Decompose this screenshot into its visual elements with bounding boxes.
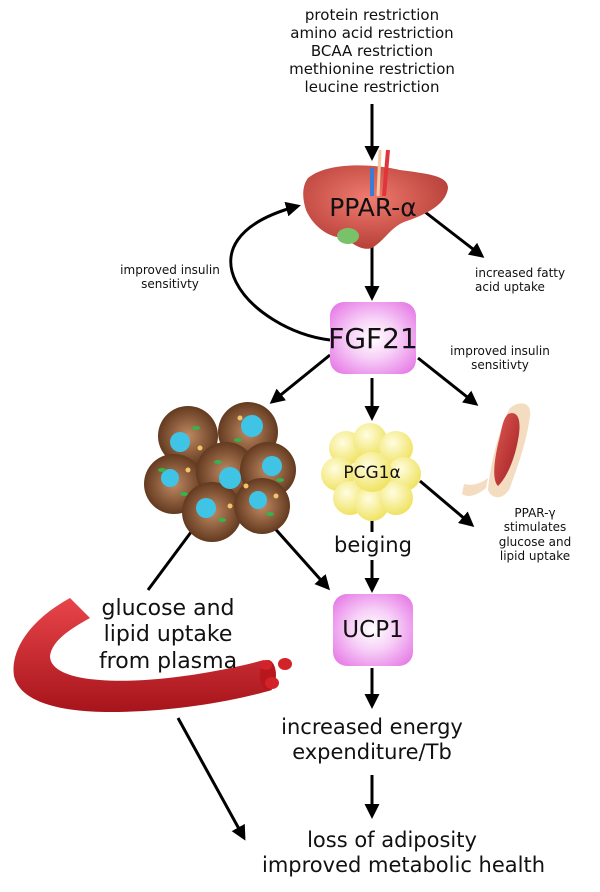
input-item: BCAA restriction — [310, 42, 434, 60]
annotation-line: from plasma — [98, 648, 238, 674]
annotation-line: sensitivty — [141, 277, 199, 292]
arrow-vessel-to-outcome — [176, 717, 246, 841]
insulin-right-annotation: improved insulin sensitivty — [430, 344, 570, 373]
input-item: leucine restriction — [304, 78, 440, 96]
arrow-pcg1a-to-ppar-gamma — [419, 479, 475, 527]
insulin-left-annotation: improved insulin sensitivty — [100, 263, 240, 292]
energy-expenditure-label: increased energy expenditure/Tb — [262, 715, 482, 765]
ppar-gamma-annotation: PPAR-γ stimulates glucose and lipid upta… — [490, 506, 580, 564]
beige-fat-icon — [321, 423, 421, 521]
adipocyte-cluster-icon — [144, 402, 296, 542]
fgf21-node: FGF21 — [328, 302, 418, 374]
annotation-line: glucose and — [498, 534, 572, 549]
beiging-label: beiging — [318, 533, 428, 559]
annotation-line: glucose and — [101, 596, 235, 621]
arrow-fgf21-feedback-to-ppar — [229, 201, 331, 342]
annotation-line: stimulates — [503, 520, 567, 535]
annotation-line: PPAR-γ — [514, 506, 556, 520]
arrow-ppar-to-fatty-acid — [424, 210, 485, 258]
annotation-line: sensitivty — [471, 358, 529, 373]
input-item: methionine restriction — [289, 60, 455, 78]
annotation-line: expenditure/Tb — [292, 740, 452, 765]
annotation-line: improved insulin — [450, 344, 550, 358]
annotation-line: increased energy — [281, 715, 463, 739]
plasma-uptake-annotation: glucose and lipid uptake from plasma — [78, 596, 258, 675]
pcg1a-label: PCG1α — [343, 463, 401, 483]
annotation-line: improved insulin — [120, 263, 220, 277]
annotation-line: acid uptake — [475, 280, 545, 295]
annotation-line: lipid uptake — [499, 549, 571, 564]
outcome-label: loss of adiposity improved metabolic hea… — [262, 828, 546, 878]
input-item: protein restriction — [304, 6, 440, 24]
annotation-line: loss of adiposity — [307, 828, 477, 852]
liver-icon — [303, 149, 448, 249]
fatty-acid-annotation: increased fatty acid uptake — [475, 266, 595, 295]
ppar-alpha-label: PPAR-α — [329, 193, 417, 222]
annotation-line: improved metabolic health — [262, 853, 546, 878]
input-restrictions-list: protein restriction amino acid restricti… — [272, 6, 472, 96]
muscle-arm-icon — [462, 403, 531, 498]
blood-vessel-icon — [13, 598, 292, 712]
ucp1-label: UCP1 — [342, 617, 404, 643]
annotation-line: lipid uptake — [103, 622, 233, 648]
input-item: amino acid restriction — [290, 24, 454, 42]
fgf21-label: FGF21 — [328, 321, 418, 355]
arrow-fgf21-to-adipocytes — [269, 353, 331, 404]
arrow-fgf21-to-muscle — [417, 356, 479, 406]
ucp1-node: UCP1 — [333, 594, 413, 666]
annotation-line: increased fatty — [475, 266, 566, 280]
